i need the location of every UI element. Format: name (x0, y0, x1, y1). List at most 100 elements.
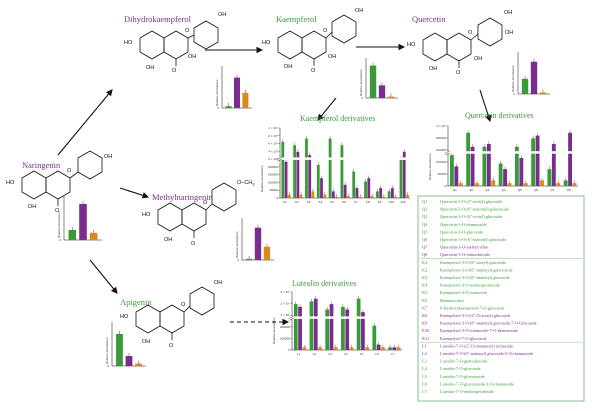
bar (345, 309, 350, 350)
category-label: L7 (391, 352, 395, 356)
atom-oh: OH (284, 64, 292, 70)
category-label: K4 (319, 200, 323, 204)
legend-text: Kaempferol-3-O-(6''-malonyl) glucoside-7… (440, 321, 537, 326)
atom-ho: HO (262, 40, 271, 46)
bar (486, 144, 491, 186)
arrow-quercetin-to-derivatives (479, 89, 492, 123)
atom-ho: HO (120, 314, 129, 320)
tick-label: 2 × 10⁷ (436, 124, 446, 128)
bar (116, 334, 123, 366)
tick-label: 2 × 10⁷ (280, 302, 290, 306)
category-label: K1 (283, 200, 287, 204)
bar (556, 183, 561, 186)
legend-code: K3 (422, 275, 427, 280)
category-label: K8 (366, 200, 370, 204)
y-axis-label: Relative abundance (235, 231, 239, 258)
tick-label: 0 (217, 106, 219, 110)
y-axis-label: Relative abundance (428, 153, 432, 180)
legend-text: Kaempferol-7-O-glucoside (440, 336, 487, 341)
title-quercetin-derivatives: Quercetin derivatives (465, 111, 534, 120)
legend-text: Quercetin-3-O-rhamnoside (440, 222, 487, 227)
tick-label: 0 (288, 348, 290, 352)
bar (507, 183, 512, 186)
tick-label: 0 (107, 364, 109, 368)
pathway-arrows (57, 43, 492, 326)
tick-label: 50000 (438, 172, 447, 176)
category-label: Q2 (469, 188, 473, 192)
legend-text: Quercetin-3-O-(6''-acetyl) glucoside (440, 214, 502, 219)
bar (547, 169, 552, 186)
atom-oh: OH (328, 54, 336, 60)
atom-o: O (169, 343, 174, 349)
legend-code: K4 (422, 283, 428, 288)
bar (349, 347, 354, 350)
atom-o: O (323, 28, 328, 34)
legend-text: Kaempferol-3-O-(6''-acetyl) glucoside (440, 260, 506, 265)
molecule-methylnaringenin (157, 182, 237, 238)
category-label: Q4 (502, 188, 506, 192)
bar (531, 138, 536, 186)
bar (364, 181, 367, 198)
legend-code: Q7 (422, 245, 428, 250)
atom-o: O (172, 68, 177, 74)
atom-oh: OH (142, 339, 150, 345)
bar (521, 78, 529, 94)
bar (340, 145, 344, 198)
category-label: K2 (295, 200, 299, 204)
tick-label: 200000 (280, 325, 290, 329)
bar (313, 298, 318, 350)
tick-label: 0 (276, 196, 278, 200)
bar (375, 191, 379, 198)
category-label: Q8 (567, 188, 571, 192)
bar (378, 85, 386, 98)
bar (125, 356, 133, 366)
atom-oh: OH (218, 12, 226, 18)
category-label: K5 (330, 200, 334, 204)
compound-label-methylnaringenin: Methylnaringenin (152, 192, 214, 202)
bar (333, 347, 338, 350)
molecule-kaempferol (277, 14, 357, 66)
arrow-naringenin-to-dihydrokaempferol (57, 89, 113, 156)
bar (365, 347, 370, 350)
bar (519, 158, 524, 186)
bar (388, 347, 392, 350)
bar (254, 227, 262, 260)
bar (68, 230, 77, 240)
bar (335, 196, 338, 198)
bar (320, 178, 323, 198)
y-axis-label: Relative abundance (105, 337, 109, 364)
tick-label: 200000 (436, 136, 446, 140)
legend-text: Kaempferol-3-O-(6''-malonyl) glucoside (440, 275, 510, 280)
axis-break (279, 157, 410, 160)
atom-oh: OH (355, 8, 363, 14)
bar (394, 196, 398, 198)
category-label: K3 (307, 200, 311, 204)
legend-code: Q2 (422, 207, 427, 212)
compound-label-dihydrokaempferol: Dihydrokaempferol (124, 14, 192, 24)
legend-item: K3 Kaempferol-3-O-(6''-malonyl) glucoside (422, 275, 510, 280)
bar (284, 161, 288, 198)
atom-o: O (55, 208, 60, 214)
legend-text: Luteolin-7-O-neohesperidoside (440, 389, 494, 394)
bar (331, 191, 335, 198)
legend-text: Quercetin-3-O-(2''-acetyl) glucoside (440, 199, 502, 204)
atom-o: O (203, 200, 208, 206)
bar (328, 138, 332, 198)
bar (343, 184, 347, 198)
axis-break (447, 151, 578, 154)
legend-code: K8 (422, 313, 427, 318)
